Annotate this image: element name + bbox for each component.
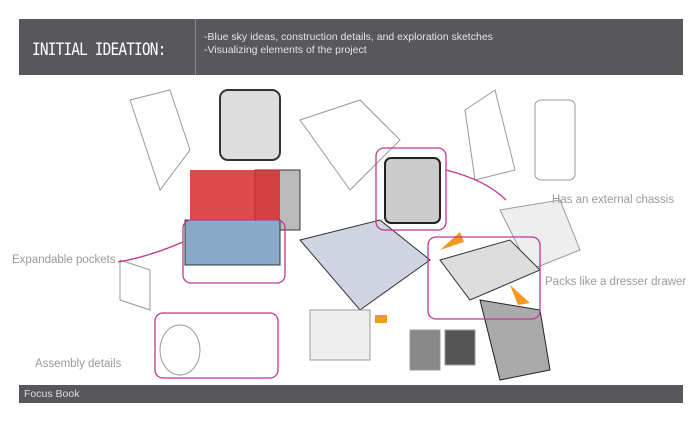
header-divider [195, 19, 196, 75]
callout-dresser-drawer: Packs like a dresser drawer [545, 276, 687, 288]
bullet: -Blue sky ideas, construction details, a… [204, 31, 493, 43]
slide-title: INITIAL IDEATION: [32, 40, 166, 60]
bullet: -Visualizing elements of the project [204, 44, 367, 56]
footer-label: Focus Book [24, 388, 80, 400]
slide-header: INITIAL IDEATION: -Blue sky ideas, const… [19, 19, 683, 75]
callout-assembly-details: Assembly details [35, 358, 122, 370]
header-bullets: -Blue sky ideas, construction details, a… [204, 31, 493, 57]
callout-external-chassis: Has an external chassis [552, 194, 675, 206]
slide-footer: Focus Book [19, 385, 683, 403]
ideation-sketches [117, 89, 581, 381]
callout-expandable-pockets: Expandable pockets [12, 254, 116, 266]
